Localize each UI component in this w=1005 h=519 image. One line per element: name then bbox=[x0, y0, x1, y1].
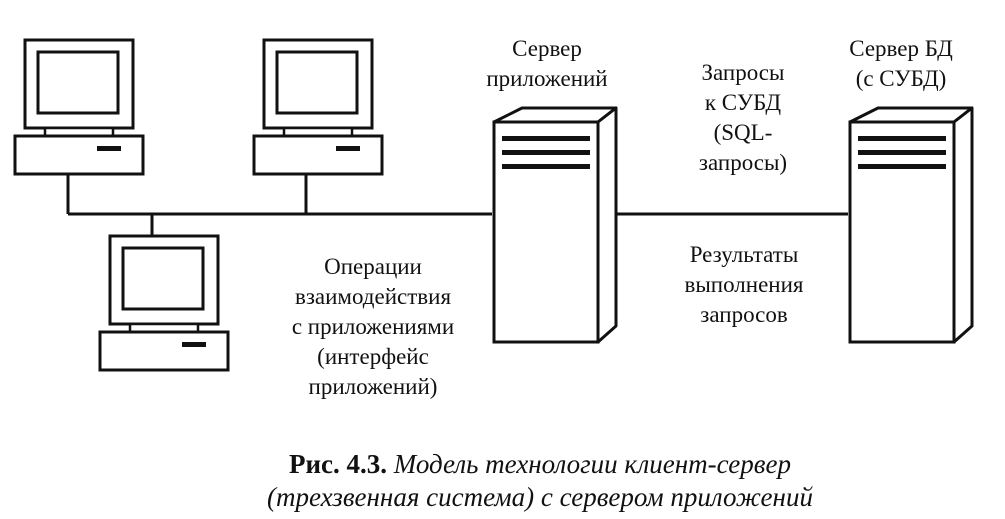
label-line: Результаты bbox=[689, 242, 799, 267]
interaction-operations-label: Операции взаимодействия с приложениями (… bbox=[258, 252, 488, 402]
caption-line-2: (трехзвенная система) с сервером приложе… bbox=[190, 481, 890, 514]
dbms-requests-label: Запросы к СУБД (SQL- запросы) bbox=[668, 58, 818, 178]
label-line: запросы) bbox=[698, 150, 788, 175]
app-server-label: Сервер приложений bbox=[462, 34, 632, 94]
network-lines bbox=[66, 172, 848, 238]
label-line: приложений bbox=[486, 66, 608, 91]
figure-title-line-1: Модель технологии клиент-сервер bbox=[393, 449, 791, 479]
label-line: выполнения bbox=[684, 272, 804, 297]
figure-title-line-2: (трехзвенная система) с сервером приложе… bbox=[267, 482, 813, 512]
server-icon bbox=[492, 106, 618, 344]
label-line: взаимодействия bbox=[294, 284, 452, 309]
computer-icon bbox=[252, 38, 384, 176]
label-line: Сервер bbox=[512, 36, 582, 61]
computer-icon bbox=[13, 38, 145, 176]
label-line: (с СУБД) bbox=[855, 66, 947, 91]
label-line: к СУБД bbox=[704, 90, 782, 115]
server-icon bbox=[848, 106, 974, 344]
label-line: Сервер БД bbox=[849, 36, 953, 61]
figure-caption: Рис. 4.3. Модель технологии клиент-серве… bbox=[190, 448, 890, 514]
db-server-label: Сервер БД (с СУБД) bbox=[826, 34, 976, 94]
caption-line-1: Рис. 4.3. Модель технологии клиент-серве… bbox=[190, 448, 890, 481]
label-line: запросов bbox=[700, 302, 788, 327]
query-results-label: Результаты выполнения запросов bbox=[654, 240, 834, 330]
computer-icon bbox=[98, 234, 230, 372]
label-line: Операции bbox=[324, 254, 422, 279]
label-line: (интерфейс bbox=[317, 344, 429, 369]
figure-number: Рис. 4.3. bbox=[288, 449, 388, 479]
label-line: Запросы bbox=[701, 60, 785, 85]
label-line: с приложениями bbox=[291, 314, 455, 339]
label-line: (SQL- bbox=[713, 120, 773, 145]
label-line: приложений) bbox=[308, 374, 438, 399]
